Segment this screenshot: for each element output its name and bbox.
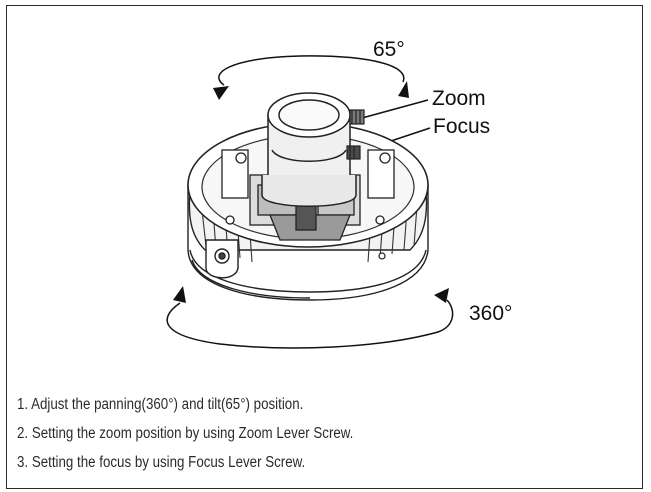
focus-lever-screw <box>346 145 361 160</box>
pan-rotation-arrow <box>166 299 454 349</box>
pan-angle-label: 360° <box>469 302 513 325</box>
instruction-list: 1. Adjust the panning(360°) and tilt(65°… <box>17 390 408 477</box>
housing-screw-right <box>378 252 386 260</box>
zoom-leader-line <box>361 99 429 119</box>
zoom-lever-screw <box>349 109 365 125</box>
tilt-rotation-arrow <box>218 55 405 86</box>
instruction-step-1: 1. Adjust the panning(360°) and tilt(65°… <box>17 396 304 413</box>
lens-assembly <box>261 92 357 207</box>
side-bracket <box>205 239 239 279</box>
focus-label: Focus <box>433 115 491 138</box>
instruction-step-3: 3. Setting the focus by using Focus Leve… <box>17 454 306 471</box>
figure-frame <box>6 5 643 489</box>
pan-arrowhead-left <box>173 286 186 303</box>
instruction-step-2: 2. Setting the zoom position by using Zo… <box>17 425 354 442</box>
tilt-arrowhead-right <box>398 81 409 98</box>
tilt-arrowhead-left <box>213 86 229 100</box>
pan-arrowhead-right <box>434 288 449 303</box>
zoom-label: Zoom <box>432 87 486 110</box>
tilt-angle-label: 65° <box>373 38 405 61</box>
